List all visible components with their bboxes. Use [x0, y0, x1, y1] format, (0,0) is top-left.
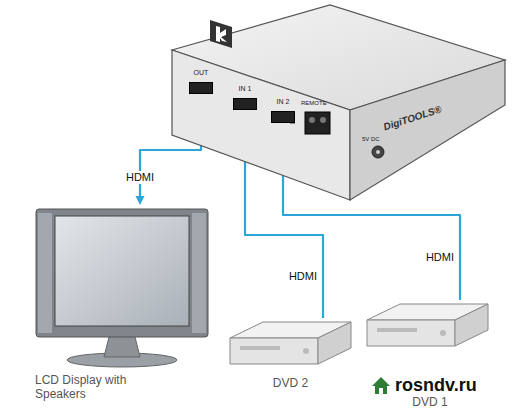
switcher-box: DigiTOOLS®OUTIN 1IN 2 [170, 0, 510, 210]
port-socket [233, 98, 257, 110]
port-socket [189, 82, 213, 94]
panel-label: REMOTE [301, 100, 327, 106]
signal-label: HDMI [287, 270, 319, 283]
panel-label: 5V DC [362, 136, 380, 142]
hdmi-port: OUT [186, 68, 216, 94]
dvd-player: DVD 2 [228, 318, 353, 398]
watermark: rosndv.ru [393, 375, 479, 396]
port-label: OUT [186, 69, 216, 77]
signal-label: HDMI [424, 251, 456, 264]
device-label: LCD Display with Speakers [35, 373, 150, 401]
lcd-display: LCD Display with Speakers [30, 205, 215, 410]
switcher-box-art [170, 0, 510, 210]
port-label: IN 2 [268, 98, 298, 106]
signal-label: HDMI [124, 171, 156, 184]
arrow-head [136, 196, 145, 205]
port-label: IN 1 [230, 85, 260, 93]
hdmi-port: IN 2 [268, 97, 298, 123]
hdmi-port: IN 1 [230, 84, 260, 110]
device-label: DVD 1 [365, 395, 495, 409]
port-socket [271, 111, 295, 123]
device-label: DVD 2 [228, 376, 353, 390]
